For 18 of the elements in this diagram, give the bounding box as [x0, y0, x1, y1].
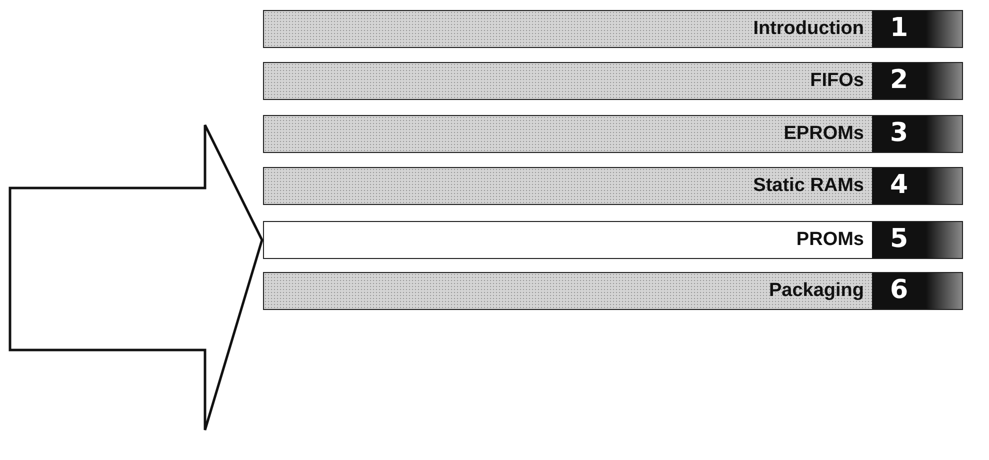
section-title: Packaging — [264, 273, 872, 309]
section-title: EPROMs — [264, 116, 872, 152]
section-tab — [263, 167, 963, 205]
section-number: 3 — [872, 116, 962, 152]
section-number: 6 — [872, 273, 962, 309]
section-title: Introduction — [264, 11, 872, 47]
section-number: 4 — [872, 168, 962, 204]
section-tab — [263, 115, 963, 153]
block-arrow — [8, 124, 264, 432]
section-number: 2 — [872, 63, 962, 99]
section-title: Static RAMs — [264, 168, 872, 204]
section-title: FIFOs — [264, 63, 872, 99]
section-tab — [263, 10, 963, 48]
section-tab — [263, 62, 963, 100]
section-number: 1 — [872, 11, 962, 47]
section-tab — [263, 272, 963, 310]
section-number: 5 — [872, 222, 962, 258]
section-tab — [263, 221, 963, 259]
